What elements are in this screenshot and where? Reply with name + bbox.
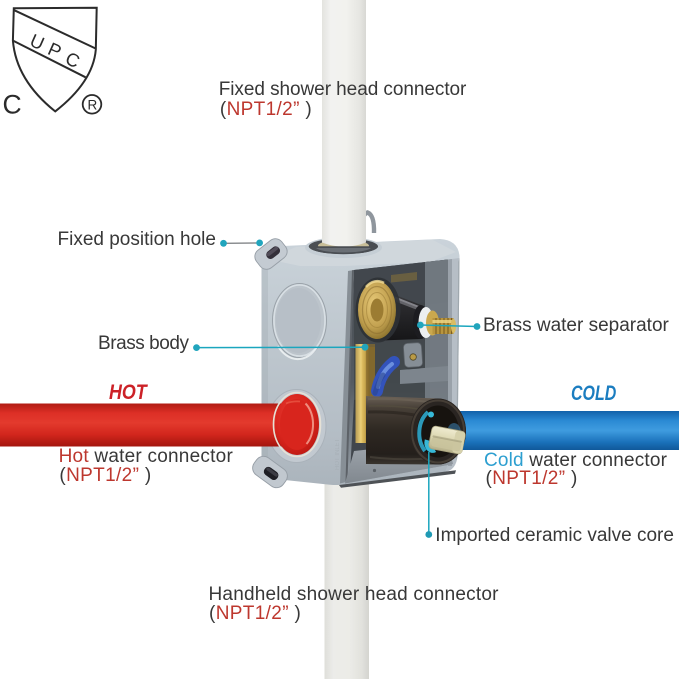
svg-text:U: U [27, 29, 48, 54]
svg-text:C: C [3, 90, 22, 120]
svg-text:C: C [62, 47, 83, 72]
svg-text:R: R [88, 98, 98, 113]
svg-text:HOT INLET: HOT INLET [335, 438, 341, 470]
